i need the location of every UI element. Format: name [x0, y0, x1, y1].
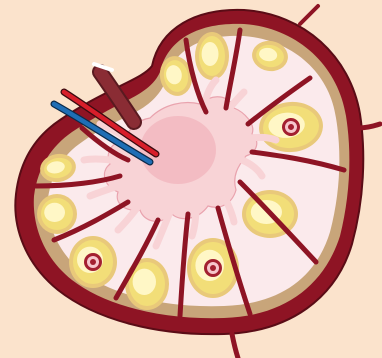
medullary-cord-6 — [192, 206, 196, 236]
germinal-center-dot — [210, 265, 216, 271]
lymphoid-follicle-1 — [195, 32, 229, 80]
medullary-cord-3 — [250, 137, 276, 140]
lymphoid-follicle-9 — [37, 194, 77, 234]
lymphoid-follicle-8 — [69, 236, 117, 288]
follicle-highlight — [133, 269, 156, 295]
follicle-highlight — [202, 42, 219, 66]
medullary-cord-10 — [84, 159, 110, 160]
germinal-center-dot — [90, 259, 96, 265]
follicle-highlight — [44, 203, 65, 222]
